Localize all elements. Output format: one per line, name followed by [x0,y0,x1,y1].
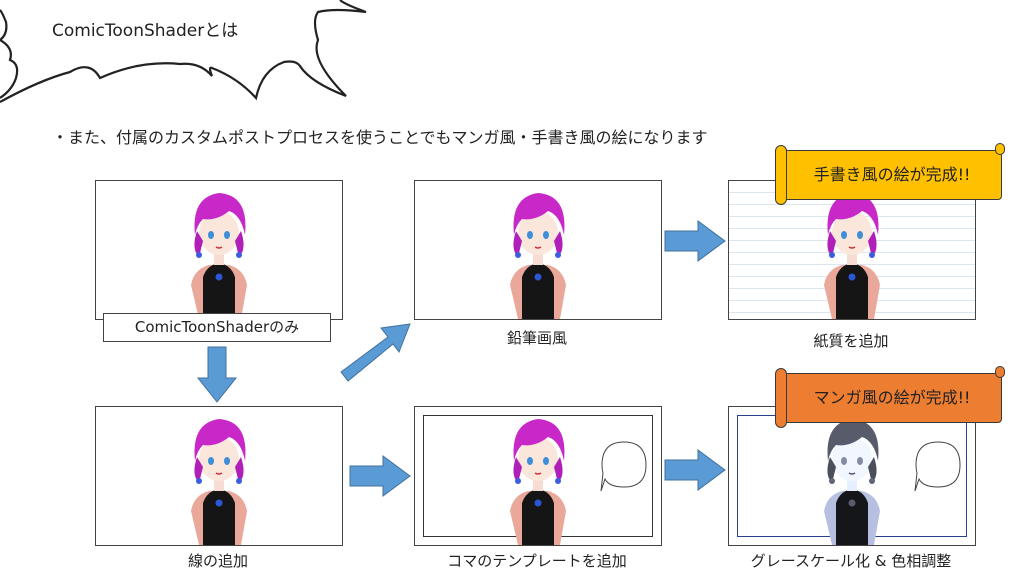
banner-text: マンガ風の絵が完成!! [813,388,971,407]
scroll-roll [775,368,787,428]
scroll-roll [995,366,1005,378]
character-image [488,185,588,319]
character-image [169,411,269,545]
label-base: ComicToonShaderのみ [103,313,331,342]
panel-lines [95,406,343,546]
label-template: コマのテンプレートを追加 [447,552,627,570]
speech-burst [0,0,367,103]
character-image [802,411,902,545]
arrow-right-icon [664,220,726,262]
banner-handdrawn: 手書き風の絵が完成!! [775,143,1005,205]
banner-manga: マンガ風の絵が完成!! [775,366,1005,428]
panel-paper [728,180,976,320]
arrow-right-icon [349,455,411,497]
scroll-roll [775,145,787,205]
slide-title: ComicToonShaderとは [52,21,239,41]
panel-template [414,406,662,546]
arrow-diagonal-icon [340,323,411,382]
scroll-roll [995,143,1005,155]
panel-pencil [414,180,662,320]
panel-grayscale [728,406,976,546]
label-pencil: 鉛筆画風 [506,329,567,347]
character-image [169,185,269,319]
speech-balloon [600,441,647,492]
label-lines: 線の追加 [187,552,248,570]
arrow-right-icon [664,449,726,491]
speech-balloon [914,441,961,492]
arrow-down-icon [196,346,238,403]
bullet-text: ・また、付属のカスタムポストプロセスを使うことでもマンガ風・手書き風の絵になりま… [52,128,708,147]
label-paper: 紙質を追加 [813,332,889,350]
banner-text: 手書き風の絵が完成!! [813,165,971,184]
character-image [488,411,588,545]
panel-base [95,180,343,320]
character-image [802,185,902,319]
label-grayscale: グレースケール化 & 色相調整 [750,552,952,570]
